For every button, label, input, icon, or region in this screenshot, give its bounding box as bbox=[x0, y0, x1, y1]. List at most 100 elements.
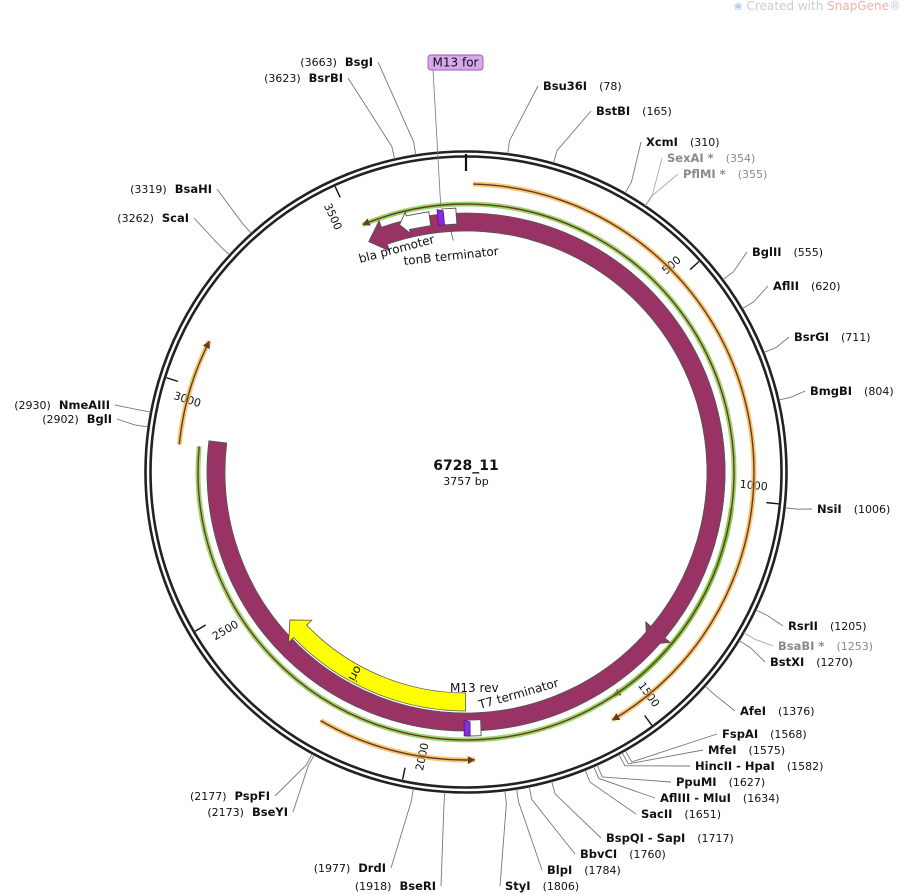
enzyme-site-nmeaiii[interactable]: NmeAIII(2930) bbox=[14, 398, 151, 413]
enzyme-name[interactable]: BmgBI bbox=[810, 384, 852, 398]
enzyme-name[interactable]: ScaI bbox=[162, 211, 189, 225]
enzyme-site-bsrbi[interactable]: BsrBI (3623) bbox=[264, 71, 396, 160]
feature-tracks bbox=[176, 181, 757, 765]
enzyme-name[interactable]: BlpI bbox=[547, 863, 572, 877]
enzyme-site-blpi[interactable]: BlpI (1784) bbox=[516, 788, 621, 877]
enzyme-name[interactable]: BbvCI bbox=[580, 847, 617, 861]
enzyme-name[interactable]: XcmI bbox=[646, 135, 678, 149]
enzyme-name[interactable]: MfeI bbox=[708, 743, 737, 757]
enzyme-name[interactable]: StyI bbox=[505, 879, 531, 893]
enzyme-site-bspqi-sapi[interactable]: BspQI - SapI (1717) bbox=[551, 781, 734, 845]
enzyme-name[interactable]: FspAI bbox=[722, 727, 758, 741]
enzyme-name[interactable]: NsiI bbox=[817, 502, 842, 516]
primer-m13-for[interactable]: M13 for bbox=[427, 54, 484, 226]
enzyme-leader-line bbox=[377, 61, 417, 156]
enzyme-name[interactable]: BseYI bbox=[252, 805, 288, 819]
enzyme-name[interactable]: AflIII - MluI bbox=[660, 791, 731, 805]
map-center: 6728_11 3757 bp bbox=[433, 458, 498, 488]
enzyme-name[interactable]: PspFI bbox=[235, 789, 270, 803]
enzyme-name[interactable]: PflMI * bbox=[683, 167, 726, 181]
enzyme-site-bsgi[interactable]: BsgI (3663) bbox=[300, 55, 417, 156]
enzyme-name[interactable]: BglI bbox=[87, 412, 112, 426]
enzyme-site-sacii[interactable]: SacII(1651) bbox=[584, 769, 721, 821]
enzyme-site-drdi[interactable]: DrdI(1977) bbox=[314, 788, 414, 875]
enzyme-site-afliii-mlui[interactable]: AflIII - MluI(1634) bbox=[593, 766, 780, 805]
primer-m13-for-mark[interactable] bbox=[436, 209, 446, 226]
enzyme-leader-line bbox=[553, 110, 592, 164]
enzyme-leader-line bbox=[624, 141, 642, 194]
enzyme-site-fspai[interactable]: FspAI(1568) bbox=[624, 727, 807, 763]
enzyme-name[interactable]: HincII - HpaI bbox=[695, 759, 775, 773]
enzyme-name[interactable]: BseRI bbox=[399, 879, 436, 893]
enzyme-name[interactable]: AfeI bbox=[740, 704, 766, 718]
enzyme-site-bsahi[interactable]: BsaHI(3319) bbox=[130, 182, 252, 234]
enzyme-sites[interactable]: Bsu36I(78)BstBI(165)XcmI(310)SexAI *(354… bbox=[14, 55, 893, 893]
feature-ori-arrow[interactable] bbox=[288, 619, 466, 712]
watermark-brand: SnapGene bbox=[827, 0, 889, 13]
enzyme-site-bsrgi[interactable]: BsrGI(711) bbox=[763, 330, 871, 353]
ruler-label: 2500 bbox=[210, 618, 241, 643]
enzyme-position: (1205) bbox=[830, 620, 867, 633]
enzyme-leader-line bbox=[755, 609, 784, 627]
enzyme-leader-line bbox=[704, 685, 736, 712]
enzyme-site-rsrii[interactable]: RsrII (1205) bbox=[755, 609, 867, 633]
enzyme-site-mfei[interactable]: MfeI(1575) bbox=[621, 743, 785, 765]
enzyme-site-scai[interactable]: ScaI(3262) bbox=[117, 211, 230, 256]
primer-m13-rev[interactable]: M13 rev bbox=[450, 681, 499, 737]
enzyme-site-styi[interactable]: StyI(1806) bbox=[499, 790, 579, 893]
enzyme-site-bbvci[interactable]: BbvCI(1760) bbox=[528, 786, 666, 861]
enzyme-name[interactable]: DrdI bbox=[358, 861, 386, 875]
enzyme-site-bsu36i[interactable]: Bsu36I(78) bbox=[507, 79, 622, 154]
enzyme-site-bstxi[interactable]: BstXI(1270) bbox=[738, 640, 853, 669]
enzyme-site-hincii-hpai[interactable]: HincII - HpaI(1582) bbox=[618, 754, 824, 773]
enzyme-name[interactable]: PpuMI bbox=[676, 775, 717, 789]
enzyme-position: (3663) bbox=[300, 56, 337, 69]
enzyme-site-bglii[interactable]: BglII(555) bbox=[722, 245, 823, 280]
enzyme-name[interactable]: BglII bbox=[752, 245, 782, 259]
enzyme-site-bseyi[interactable]: BseYI(2173) bbox=[207, 754, 315, 819]
enzyme-name[interactable]: BsaHI bbox=[175, 182, 212, 196]
bla-promoter-arrow[interactable] bbox=[398, 210, 432, 235]
enzyme-name[interactable]: BstBI bbox=[596, 104, 630, 118]
enzyme-name[interactable]: Bsu36I bbox=[543, 79, 587, 93]
enzyme-site-bgli[interactable]: BglI(2902) bbox=[42, 412, 149, 428]
enzyme-site-bmgbi[interactable]: BmgBI(804) bbox=[778, 384, 894, 401]
enzyme-name[interactable]: NmeAIII bbox=[59, 398, 110, 412]
feature-bla-label: bla bbox=[305, 261, 327, 284]
enzyme-name[interactable]: BsrBI bbox=[309, 71, 343, 85]
enzyme-site-aflii[interactable]: AflII(620) bbox=[742, 279, 841, 310]
enzyme-site-bseri[interactable]: BseRI(1918) bbox=[355, 792, 446, 893]
enzyme-name[interactable]: BspQI - SapI bbox=[606, 831, 685, 845]
enzyme-site-pflmi-[interactable]: PflMI *(355) bbox=[645, 167, 768, 207]
enzyme-site-nsii[interactable]: NsiI(1006) bbox=[784, 502, 890, 516]
feature-ori[interactable]: ori bbox=[288, 619, 466, 712]
enzyme-site-bstbi[interactable]: BstBI(165) bbox=[553, 104, 672, 164]
m13-for-badge[interactable] bbox=[427, 54, 484, 71]
enzyme-position: (1784) bbox=[584, 864, 621, 877]
enzyme-name[interactable]: BsgI bbox=[345, 55, 373, 69]
m13-for-leader bbox=[432, 69, 442, 208]
enzyme-name[interactable]: AflII bbox=[773, 279, 799, 293]
enzyme-name[interactable]: SexAI * bbox=[667, 151, 714, 165]
enzyme-site-xcmi[interactable]: XcmI(310) bbox=[624, 135, 720, 194]
watermark: ❀ Created with SnapGene® bbox=[734, 0, 902, 13]
enzyme-site-sexai-[interactable]: SexAI *(354) bbox=[644, 151, 755, 206]
enzyme-site-pspfi[interactable]: PspFI(2177) bbox=[190, 753, 313, 803]
enzyme-name[interactable]: BsaBI * bbox=[778, 639, 824, 653]
enzyme-position: (3623) bbox=[264, 72, 301, 85]
snapgene-logo-icon: ❀ bbox=[733, 0, 743, 13]
enzyme-position: (1717) bbox=[697, 832, 734, 845]
enzyme-leader-line bbox=[593, 766, 656, 799]
primer-m13-rev-mark[interactable] bbox=[463, 719, 471, 737]
enzyme-site-afei[interactable]: AfeI(1376) bbox=[704, 685, 815, 718]
enzyme-name[interactable]: RsrII bbox=[788, 619, 818, 633]
enzyme-leader-line bbox=[114, 404, 151, 413]
enzyme-name[interactable]: BsrGI bbox=[794, 330, 829, 344]
enzyme-name[interactable]: BstXI bbox=[770, 655, 804, 669]
enzyme-leader-line bbox=[738, 640, 766, 663]
ruler-tick bbox=[766, 501, 779, 505]
enzyme-site-bsabi-[interactable]: BsaBI *(1253) bbox=[743, 632, 873, 653]
enzyme-site-ppumi[interactable]: PpuMI(1627) bbox=[596, 764, 765, 789]
enzyme-name[interactable]: SacII bbox=[641, 807, 672, 821]
